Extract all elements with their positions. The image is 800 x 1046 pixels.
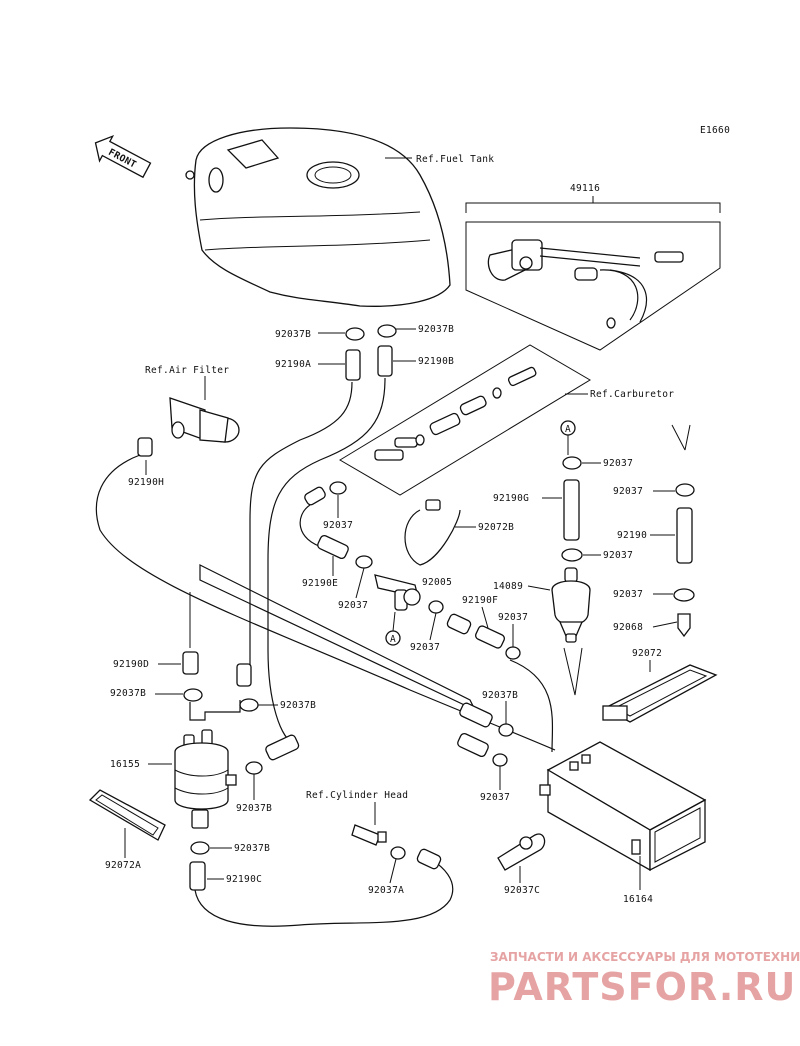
callout-a-bottom: A — [390, 634, 396, 645]
part-92190F-label: 92190F — [462, 595, 498, 606]
part-92037-label-e: 92037 — [603, 458, 633, 469]
part-92190D-label: 92190D — [113, 659, 149, 670]
canister-16164 — [539, 741, 707, 872]
clamp-92037-b — [355, 555, 373, 569]
clamp-92037B-g — [190, 841, 210, 855]
part-92037B-label-6: 92037B — [482, 690, 518, 701]
part-92005-label: 92005 — [422, 577, 452, 588]
fuel-pump-16155 — [174, 700, 241, 829]
part-92190A-label: 92190A — [275, 359, 311, 370]
hose-92190D-b — [236, 663, 252, 687]
part-92037B-label-7: 92037B — [234, 843, 270, 854]
hose-92190 — [676, 507, 693, 564]
hose-92190E — [317, 534, 349, 560]
tee-92005 — [374, 574, 421, 611]
part-16155-label: 16155 — [110, 759, 140, 770]
part-92072-label: 92072 — [632, 648, 662, 659]
ref-carburetor-label: Ref.Carburetor — [590, 389, 674, 400]
clamp-92037B-e — [245, 761, 263, 775]
hose-canister-b — [457, 732, 489, 758]
clip-92037C — [497, 833, 546, 871]
watermark-logo: PARTSFOR.RU — [488, 965, 796, 1009]
part-92037-label-h: 92037 — [613, 589, 643, 600]
clamp-92037-a — [329, 481, 347, 495]
ref-fuel-tank-label: Ref.Fuel Tank — [416, 154, 494, 165]
part-92037-label-c: 92037 — [410, 642, 440, 653]
part-92190C-label: 92190C — [226, 874, 262, 885]
hose-92190H — [137, 437, 153, 457]
hose-cyl — [416, 848, 442, 870]
part-92037-label-g: 92037 — [603, 550, 633, 561]
ref-cylinder-head-label: Ref.Cylinder Head — [306, 790, 408, 801]
part-92037-label-a: 92037 — [323, 520, 353, 531]
clamp-92037-c — [428, 600, 444, 614]
hose-lines — [95, 377, 556, 927]
fuel-filter-14089 — [551, 567, 591, 643]
clamp-92037B-c — [183, 688, 203, 702]
clamp-92037-g — [561, 548, 583, 562]
part-92037-label-b: 92037 — [338, 600, 368, 611]
part-92190E-label: 92190E — [302, 578, 338, 589]
hose-canister-a — [459, 702, 493, 728]
hose-92190C — [189, 861, 206, 891]
part-92037B-label-3: 92037B — [110, 688, 146, 699]
clamp-92037A — [390, 846, 406, 860]
part-92190H-label: 92190H — [128, 477, 164, 488]
ref-air-filter-label: Ref.Air Filter — [145, 365, 229, 376]
front-arrow: FRONT — [94, 134, 152, 179]
clamp-92037-f — [675, 483, 695, 497]
hose-92190D — [182, 651, 199, 675]
clamp-92037-i — [492, 753, 508, 767]
part-92037B-label-2: 92037B — [418, 324, 454, 335]
strap-92072 — [602, 664, 718, 723]
part-92037C-label: 92037C — [504, 885, 540, 896]
part-92037-label-f: 92037 — [613, 486, 643, 497]
part-49116-label: 49116 — [570, 183, 600, 194]
part-14089-label: 14089 — [493, 581, 523, 592]
watermark-tagline: ЗАПЧАСТИ И АКСЕССУАРЫ ДЛЯ МОТОТЕХНИКИ — [490, 950, 800, 964]
clamp-92037-e — [562, 456, 582, 470]
part-16164-label: 16164 — [623, 894, 653, 905]
nipple-cylinder-head — [351, 824, 387, 846]
part-92190G-label: 92190G — [493, 493, 529, 504]
part-92190-label: 92190 — [617, 530, 647, 541]
diagram-code: E1660 — [700, 125, 730, 136]
part-92037B-label-4: 92037B — [280, 700, 316, 711]
hose-92190F-b — [475, 625, 505, 649]
clamp-92037B-d — [239, 698, 259, 712]
carburetor-box — [339, 344, 591, 496]
clamp-92037B-f — [498, 723, 514, 737]
part-92072B-label: 92072B — [478, 522, 514, 533]
clamp-92037-h — [673, 588, 695, 602]
part-92037-label-i: 92037 — [480, 792, 510, 803]
clamp-92037-d — [505, 646, 521, 660]
hose-pump-out — [265, 734, 300, 761]
fitting-92068 — [677, 613, 691, 638]
part-92037B-label-5: 92037B — [236, 803, 272, 814]
strap-92072A — [88, 789, 166, 841]
hose-92190F-a — [446, 613, 472, 635]
part-92068-label: 92068 — [613, 622, 643, 633]
part-92037B-label-1: 92037B — [275, 329, 311, 340]
clamps-top — [345, 324, 397, 381]
strap-92072B — [404, 499, 461, 566]
callout-a-top: A — [565, 424, 571, 435]
part-92037-label-d: 92037 — [498, 612, 528, 623]
hose-92190G — [563, 479, 580, 541]
hose-small-a — [304, 486, 326, 506]
fuel-tank — [185, 127, 451, 307]
fuel-valve-box — [465, 221, 721, 351]
part-92190B-label: 92190B — [418, 356, 454, 367]
air-filter-tee — [169, 397, 240, 443]
part-92037A-label: 92037A — [368, 885, 404, 896]
part-92072A-label: 92072A — [105, 860, 141, 871]
